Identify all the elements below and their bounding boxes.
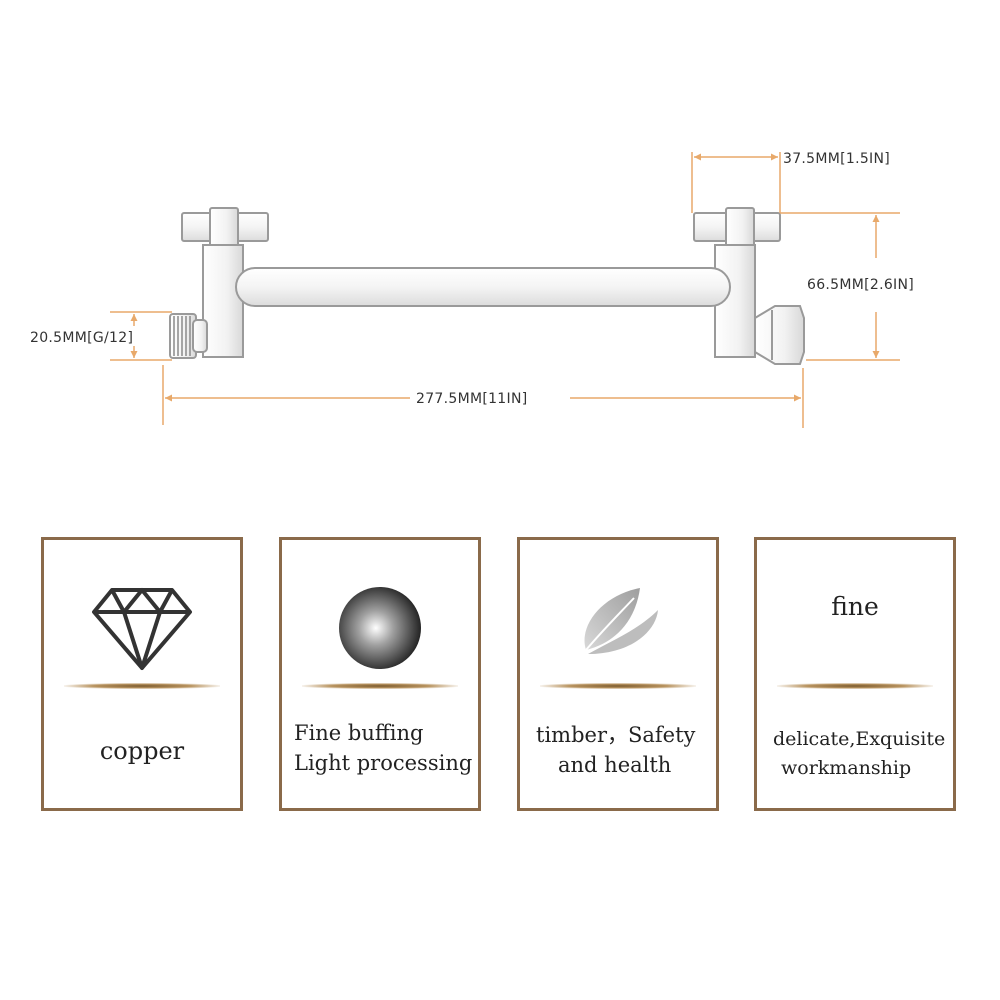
sphere-icon bbox=[339, 587, 421, 669]
shower-arm bbox=[169, 207, 805, 365]
feature-caption: Fine buffing Light processing bbox=[294, 721, 473, 775]
extension-pipe bbox=[235, 267, 731, 307]
feature-caption: delicate,Exquisite workmanship bbox=[773, 728, 946, 779]
divider bbox=[302, 683, 458, 689]
divider bbox=[777, 683, 933, 689]
divider bbox=[540, 683, 696, 689]
feature-card-workmanship: fine delicate,Exquisite workmanship bbox=[754, 537, 956, 811]
divider bbox=[64, 683, 220, 689]
feature-card-timber: timber，Safety and health bbox=[517, 537, 719, 811]
dimension-arrowheads bbox=[130, 153, 880, 402]
hex-outlet-nut bbox=[754, 305, 805, 365]
diamond-icon bbox=[92, 588, 192, 670]
length-dimension-label: 277.5MM[11IN] bbox=[416, 391, 527, 407]
leaf-icon bbox=[584, 588, 658, 654]
feature-card-copper: copper bbox=[41, 537, 243, 811]
fine-label: fine bbox=[831, 592, 879, 621]
dimension-lines bbox=[110, 152, 900, 428]
shower-arm-diagram: 37.5MM[1.5IN] 66.5MM[2.6IN] 20.5MM[G/12]… bbox=[30, 151, 914, 428]
feature-caption: timber，Safety and health bbox=[536, 723, 696, 777]
feature-caption: copper bbox=[99, 737, 185, 765]
width-dimension-label: 37.5MM[1.5IN] bbox=[783, 151, 890, 167]
height-dimension-label: 66.5MM[2.6IN] bbox=[807, 277, 914, 293]
thread-dimension-label: 20.5MM[G/12] bbox=[30, 330, 133, 346]
left-swivel-column bbox=[202, 244, 244, 358]
feature-card-buffing: Fine buffing Light processing bbox=[279, 537, 481, 811]
